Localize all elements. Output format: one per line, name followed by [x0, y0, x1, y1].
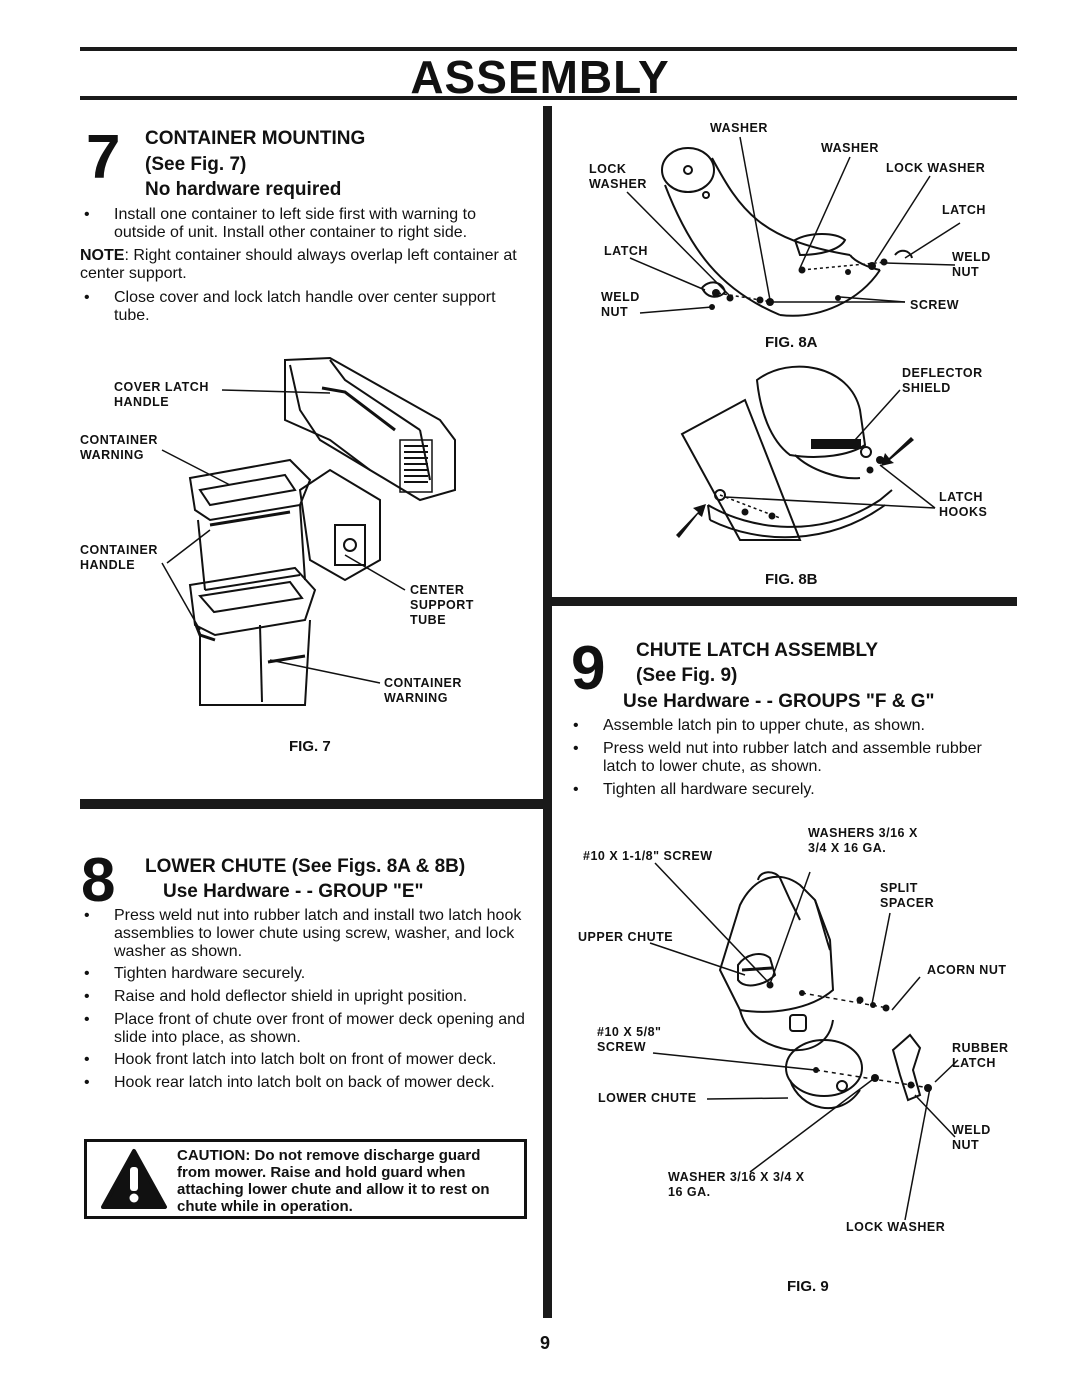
column-divider: [543, 106, 552, 1318]
page-number: 9: [539, 1333, 550, 1353]
fig8a-latch-left-label: LATCH: [604, 244, 648, 258]
fig9-rubber-latch-label: RUBBER LATCH: [952, 1041, 1009, 1070]
fig9-screw-short-label: #10 X 5/8" SCREW: [597, 1025, 662, 1054]
step8-number: 8: [81, 846, 116, 915]
fig8a-lock-washer-right-label: LOCK WASHER: [886, 161, 986, 175]
step7-heading: CONTAINER MOUNTING: [145, 128, 366, 149]
step7-note: NOTE: Right container should always over…: [80, 247, 530, 283]
fig8b-latch-hooks-label: LATCH HOOKS: [939, 490, 988, 519]
step9-see: (See Fig. 9): [636, 665, 738, 686]
fig7-container-warning-label-1: CONTAINER WARNING: [80, 433, 158, 462]
caution-box: CAUTION: Do not remove discharge guard f…: [84, 1139, 527, 1219]
title-underline: [80, 96, 1017, 100]
caution-text: CAUTION: Do not remove discharge guard f…: [177, 1147, 490, 1215]
fig7-cover-latch-label: COVER LATCH HANDLE: [114, 380, 209, 409]
step9-number: 9: [571, 634, 606, 703]
fig7-caption: FIG. 7: [289, 738, 331, 755]
warning-icon: [101, 1149, 167, 1209]
fig8a-weld-nut-right-label: WELD NUT: [952, 250, 991, 279]
fig7-center-support-label: CENTER SUPPORT TUBE: [410, 583, 474, 627]
step7-hardware: No hardware required: [145, 179, 342, 200]
fig8a-screw-label: SCREW: [910, 298, 960, 312]
fig9-washers-label: WASHERS 3/16 X 3/4 X 16 GA.: [808, 826, 918, 855]
fig8a-washer-top-label: WASHER: [710, 121, 768, 135]
fig9-washer-label: WASHER 3/16 X 3/4 X 16 GA.: [668, 1170, 805, 1199]
step9-heading: CHUTE LATCH ASSEMBLY: [636, 640, 879, 661]
fig9-acorn-nut-label: ACORN NUT: [927, 963, 1007, 977]
fig8a-washer-right-label: WASHER: [821, 141, 879, 155]
fig9-lock-washer-label: LOCK WASHER: [846, 1220, 946, 1234]
step7-see: (See Fig. 7): [145, 154, 247, 175]
note-text: : Right container should always overlap …: [80, 247, 517, 282]
fig8b-deflector-shield-label: DEFLECTOR SHIELD: [902, 366, 983, 395]
fig9-weld-nut-label: WELD NUT: [952, 1123, 991, 1152]
fig9-screw-long-label: #10 X 1-1/8" SCREW: [583, 849, 713, 863]
page-title: ASSEMBLY: [410, 51, 670, 103]
section9-divider: [552, 597, 1017, 606]
fig8b-caption: FIG. 8B: [765, 571, 818, 588]
fig7-container-handle-label: CONTAINER HANDLE: [80, 543, 158, 572]
step8-heading: LOWER CHUTE (See Figs. 8A & 8B): [145, 856, 466, 877]
note-label: NOTE: [80, 247, 125, 264]
top-rule: [80, 47, 1017, 51]
fig9-split-spacer-label: SPLIT SPACER: [880, 881, 935, 910]
fig9-caption: FIG. 9: [787, 1278, 829, 1295]
fig8a-weld-nut-left-label: WELD NUT: [601, 290, 640, 319]
step8-hardware: Use Hardware - - GROUP "E": [163, 881, 424, 902]
fig8a-latch-right-label: LATCH: [942, 203, 986, 217]
fig8a-caption: FIG. 8A: [765, 334, 818, 351]
fig9-lower-chute-label: LOWER CHUTE: [598, 1091, 697, 1105]
step7-number: 7: [86, 123, 121, 192]
fig9-upper-chute-label: UPPER CHUTE: [578, 930, 674, 944]
section8-divider: [80, 799, 544, 809]
fig8a-lock-washer-left-label: LOCK WASHER: [589, 162, 647, 191]
fig7-container-warning-label-2: CONTAINER WARNING: [384, 676, 462, 705]
step9-hardware: Use Hardware - - GROUPS "F & G": [623, 691, 935, 712]
